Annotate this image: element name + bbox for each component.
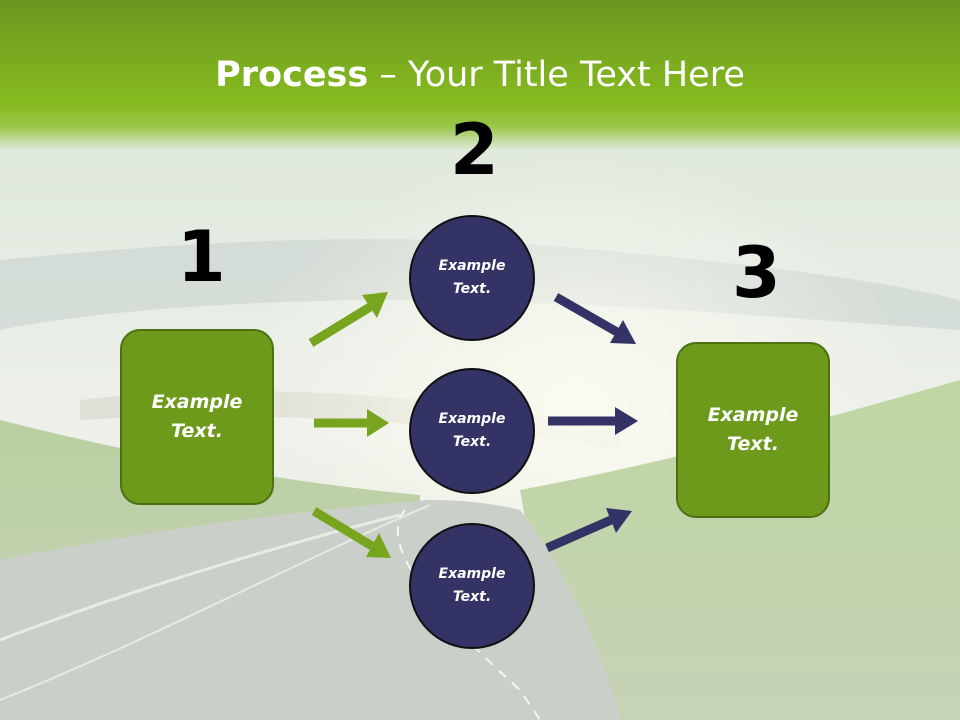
green-arrow-right-icon	[314, 409, 389, 437]
circle-top: Example Text.	[409, 215, 535, 341]
step-number-2: 2	[450, 109, 499, 191]
left-green-box: Example Text.	[120, 329, 274, 505]
title-rest: – Your Title Text Here	[368, 55, 745, 95]
green-arrow-up-icon	[308, 292, 388, 347]
navy-arrow-down-icon	[553, 293, 636, 344]
circle-bottom: Example Text.	[409, 523, 535, 649]
step-number-1: 1	[177, 216, 226, 298]
slide-title: Process – Your Title Text Here	[0, 52, 960, 98]
green-arrow-down-icon	[311, 507, 391, 558]
title-bold: Process	[215, 55, 369, 95]
title-bar	[0, 0, 960, 150]
step-number-3: 3	[732, 232, 781, 314]
circle-middle: Example Text.	[409, 368, 535, 494]
navy-arrow-up-icon	[545, 508, 632, 553]
navy-arrow-right-icon	[548, 407, 638, 435]
right-green-box: Example Text.	[676, 342, 830, 518]
